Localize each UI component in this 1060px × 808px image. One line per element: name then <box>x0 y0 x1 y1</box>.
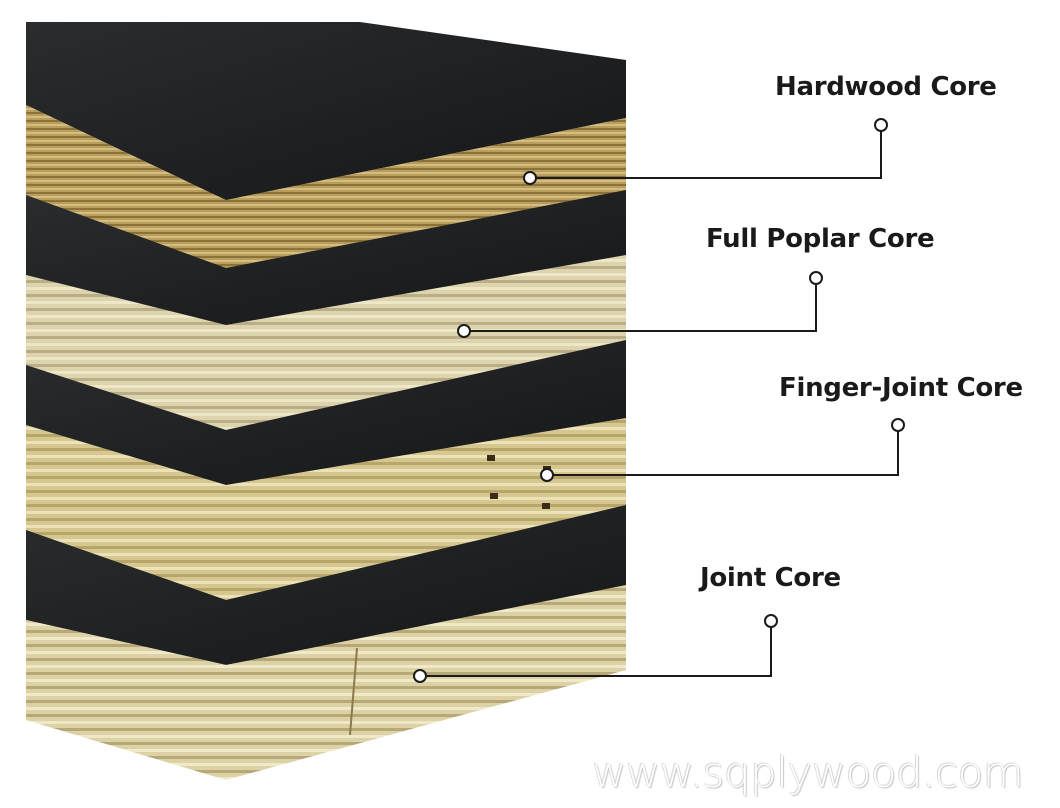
callout-hardwood-connector <box>523 118 888 185</box>
callout-joint-connector <box>413 614 778 683</box>
callout-full-poplar-connector <box>457 271 823 338</box>
board-hardwood-core <box>26 22 626 268</box>
label-full-poplar-core: Full Poplar Core <box>706 224 935 254</box>
website-watermark: www.sqplywood.com <box>592 748 1024 797</box>
label-hardwood-core: Hardwood Core <box>775 72 997 102</box>
callout-finger-joint-connector <box>540 418 905 482</box>
board-joint-core <box>26 505 626 780</box>
label-joint-core: Joint Core <box>700 563 841 593</box>
label-finger-joint-core: Finger-Joint Core <box>779 373 1023 403</box>
